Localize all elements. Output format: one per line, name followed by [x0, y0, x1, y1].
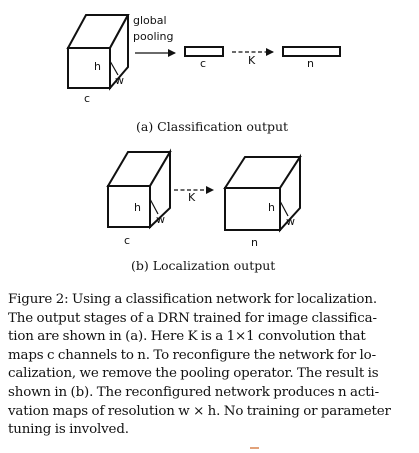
caption-line-5: calization, we remove the pooling operat…	[8, 366, 379, 382]
cube-w-tick	[109, 60, 119, 76]
figure-caption: Figure 2: Using a classification network…	[8, 291, 412, 440]
vector-c	[184, 46, 224, 57]
panel-a: h w c global pooling c K n (a) Classific…	[66, 14, 341, 134]
pooling-label-line2: pooling	[133, 30, 174, 43]
panel-a-cube	[66, 14, 130, 91]
panel-b-cube-2	[223, 153, 302, 233]
panel-b-cube-1	[106, 148, 172, 230]
cube2-n-label: n	[251, 236, 258, 249]
cube2-w-label: w	[286, 215, 295, 228]
cube2-h-label: h	[268, 201, 275, 214]
caption-line-4: maps c channels to n. To reconfigure the…	[8, 347, 376, 363]
cube-h-label: h	[94, 60, 101, 73]
caption-line-8: tuning is involved.	[8, 422, 129, 438]
caption-line-1: Figure 2: Using a classification network…	[8, 292, 377, 307]
vector-n	[282, 46, 341, 57]
panel-b: h w c K h w n (b) Localization output	[106, 148, 302, 273]
panel-a-caption: (a) Classification output	[136, 119, 288, 134]
vector-c-label: c	[200, 57, 206, 70]
cube-c-label: c	[84, 92, 90, 105]
cube1-c-label: c	[124, 234, 130, 247]
cube-w-label: w	[115, 74, 124, 87]
panel-b-caption: (b) Localization output	[131, 258, 275, 273]
k-label-b: K	[188, 191, 196, 204]
caption-line-6: shown in (b). The reconfigured network p…	[8, 384, 379, 400]
footer-mark	[250, 447, 259, 449]
cube1-w-label: w	[156, 213, 165, 226]
caption-line-2: The output stages of a DRN trained for i…	[8, 310, 377, 326]
caption-line-7: vation maps of resolution w × h. No trai…	[8, 403, 391, 419]
vector-n-label: n	[307, 57, 314, 70]
pooling-label-line1: global	[133, 14, 167, 27]
caption-line-3: tion are shown in (a). Here K is a 1×1 c…	[8, 329, 366, 345]
figure: h w c global pooling c K n (a) Classific…	[66, 14, 341, 273]
cube1-h-label: h	[134, 201, 141, 214]
k-label-a: K	[248, 54, 256, 67]
